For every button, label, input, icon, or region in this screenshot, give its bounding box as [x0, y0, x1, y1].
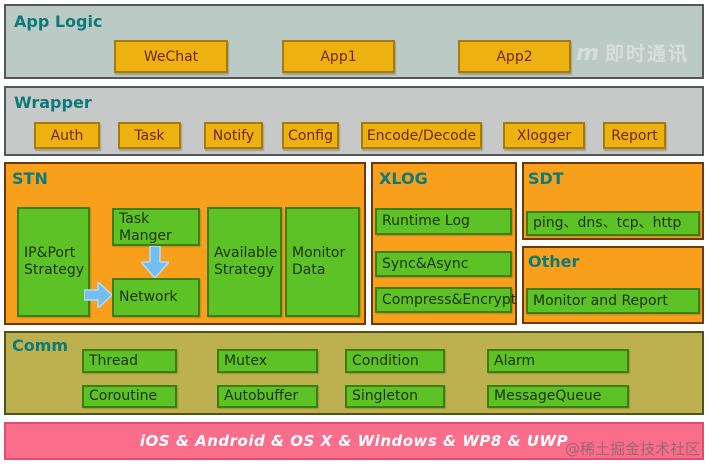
box-ip-port-strategy: IP&Port Strategy: [17, 207, 90, 317]
stn-title: STN: [12, 169, 48, 188]
box-config: Config: [282, 122, 339, 149]
arrow-down-icon: [141, 246, 169, 278]
xlog-title: XLOG: [379, 169, 428, 188]
box-coroutine: Coroutine: [82, 385, 177, 408]
arrow-right-icon: [84, 282, 112, 308]
box-messagequeue: MessageQueue: [487, 385, 629, 408]
box-ping-dns-tcp-http: ping、dns、tcp、http: [526, 211, 700, 236]
box-condition: Condition: [345, 349, 445, 373]
box-autobuffer: Autobuffer: [217, 385, 318, 408]
sdt-title: SDT: [528, 169, 564, 188]
box-notify: Notify: [204, 122, 263, 149]
box-monitor-data: Monitor Data: [285, 207, 360, 317]
box-mutex: Mutex: [217, 349, 318, 373]
platform-bar: iOS & Android & OS X & Windows & WP8 & U…: [4, 422, 704, 460]
box-auth: Auth: [34, 122, 100, 149]
watermark-footer: @稀土掘金技术社区: [564, 440, 700, 458]
box-thread: Thread: [82, 349, 177, 373]
im-logo-icon: m: [576, 41, 601, 66]
comm-title: Comm: [12, 336, 69, 355]
box-available-strategy: Available Strategy: [207, 207, 282, 317]
other-title: Other: [528, 252, 580, 271]
box-xlogger: Xlogger: [503, 122, 585, 149]
box-runtime-log: Runtime Log: [375, 208, 512, 235]
box-task: Task: [118, 122, 181, 149]
box-alarm: Alarm: [487, 349, 629, 373]
box-app1: App1: [282, 40, 395, 73]
box-task-manager: Task Manger: [112, 208, 200, 246]
watermark-header-text: 即时通讯: [604, 43, 689, 65]
platform-label: iOS & Android & OS X & Windows & WP8 & U…: [139, 432, 569, 450]
box-sync-async: Sync&Async: [375, 251, 512, 277]
box-encode-decode: Encode/Decode: [361, 122, 482, 149]
box-singleton: Singleton: [345, 385, 445, 408]
box-compress-encrypt: Compress&Encrypt: [375, 287, 516, 313]
box-app2: App2: [458, 40, 571, 73]
panel-wrapper: [4, 86, 704, 156]
box-wechat: WeChat: [114, 40, 228, 73]
box-monitor-and-report: Monitor and Report: [526, 288, 700, 314]
wrapper-title: Wrapper: [14, 93, 92, 112]
box-network: Network: [112, 278, 200, 317]
app-logic-title: App Logic: [14, 12, 103, 31]
box-report: Report: [603, 122, 666, 149]
